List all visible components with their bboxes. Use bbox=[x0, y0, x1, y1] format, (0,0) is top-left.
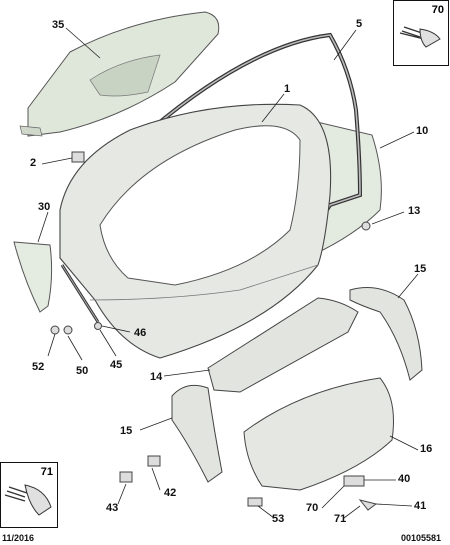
callout-43: 43 bbox=[106, 502, 119, 514]
callout-5: 5 bbox=[356, 18, 363, 30]
callout-14: 14 bbox=[150, 371, 163, 383]
footer-date: 11/2016 bbox=[2, 533, 35, 543]
callout-46: 46 bbox=[134, 327, 147, 339]
lower-trim-panel-part-16 bbox=[243, 377, 394, 491]
clip-part-13 bbox=[361, 221, 371, 231]
switch-part-41 bbox=[358, 499, 378, 511]
upright-trim-part-15-right bbox=[349, 287, 423, 381]
gas-strut-part-46 bbox=[60, 264, 100, 323]
callout-40: 40 bbox=[398, 473, 411, 485]
inner-frame-part-14 bbox=[207, 297, 359, 393]
bolt-icon bbox=[4, 484, 52, 516]
connector-part-53 bbox=[247, 497, 263, 507]
callout-13: 13 bbox=[408, 205, 421, 217]
callout-10: 10 bbox=[416, 125, 429, 137]
ball-stud-part-45 bbox=[94, 322, 102, 330]
screw-icon bbox=[399, 26, 441, 48]
callout-41: 41 bbox=[414, 500, 427, 512]
rear-spoiler-part-35 bbox=[19, 11, 220, 137]
clip-part-43 bbox=[119, 471, 133, 483]
clip-part-42 bbox=[147, 455, 161, 467]
callout-1: 1 bbox=[284, 83, 291, 95]
inset-70-number: 70 bbox=[431, 4, 444, 16]
callout-35: 35 bbox=[52, 19, 65, 31]
callout-15-upper: 15 bbox=[414, 263, 427, 275]
upright-trim-part-15-left bbox=[171, 384, 223, 483]
inset-part-70: 70 bbox=[393, 0, 449, 66]
callout-53: 53 bbox=[272, 513, 285, 525]
inset-71-number: 71 bbox=[40, 466, 53, 478]
callout-42: 42 bbox=[164, 487, 177, 499]
callout-16: 16 bbox=[420, 443, 433, 455]
callout-2: 2 bbox=[30, 157, 37, 169]
callout-52: 52 bbox=[32, 361, 45, 373]
callout-50: 50 bbox=[76, 365, 89, 377]
ball-stud-part-52 bbox=[50, 325, 60, 335]
leader-lines bbox=[37, 27, 419, 519]
side-trim-part-30 bbox=[13, 241, 53, 313]
callout-15-lower: 15 bbox=[120, 425, 133, 437]
lock-part-40 bbox=[343, 475, 365, 487]
tailgate-panel-part-1 bbox=[59, 103, 332, 359]
inset-part-71: 71 bbox=[0, 462, 58, 528]
callout-30: 30 bbox=[38, 201, 51, 213]
callout-45: 45 bbox=[110, 359, 123, 371]
bracket-part-2 bbox=[71, 151, 85, 163]
screw-part-50 bbox=[63, 325, 73, 335]
callout-70: 70 bbox=[306, 502, 319, 514]
callout-71: 71 bbox=[334, 513, 347, 525]
footer-reference: 00105581 bbox=[401, 533, 442, 543]
